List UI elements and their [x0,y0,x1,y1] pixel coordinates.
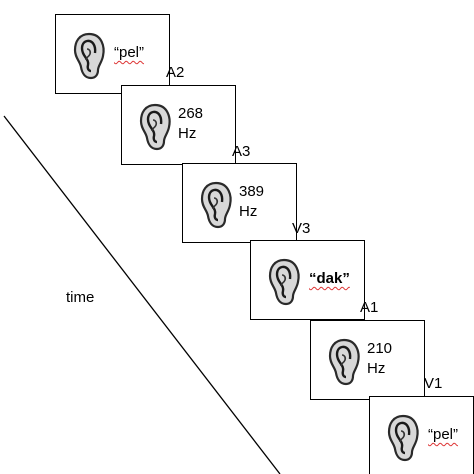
frequency-unit: Hz [239,203,258,220]
stimulus-frequency: 268 Hz [178,104,203,144]
ear-icon [328,338,360,386]
frequency-value: 210 [367,340,393,357]
frame-label-a2: A2 [166,64,185,81]
time-axis-label: time [66,289,95,306]
stimulus-word: “pel” [114,44,145,61]
stimulus-frame-4: “dak” [250,240,365,320]
frame-label-a1: A1 [360,299,379,316]
stimulus-frequency: 210 Hz [367,339,392,379]
stimulus-frame-5: 210 Hz [310,320,425,400]
frame-label-v1: V1 [424,375,443,392]
frequency-value: 389 [239,183,265,200]
frequency-unit: Hz [367,360,386,377]
stimulus-word: “dak” [309,270,350,287]
stimulus-frequency: 389 Hz [239,182,264,222]
frequency-unit: Hz [178,125,197,142]
ear-icon [139,103,171,151]
stimulus-frame-3: 389 Hz [182,163,297,243]
ear-icon [387,414,419,462]
stimulus-frame-1: “pel” [55,14,170,94]
stimulus-frame-6: “pel” [369,396,474,474]
frequency-value: 268 [178,105,204,122]
stimulus-word: “pel” [428,426,459,443]
frame-label-v3: V3 [292,220,311,237]
stimulus-frame-2: 268 Hz [121,85,236,165]
ear-icon [268,258,300,306]
ear-icon [200,181,232,229]
ear-icon [73,32,105,80]
frame-label-a3: A3 [232,143,251,160]
